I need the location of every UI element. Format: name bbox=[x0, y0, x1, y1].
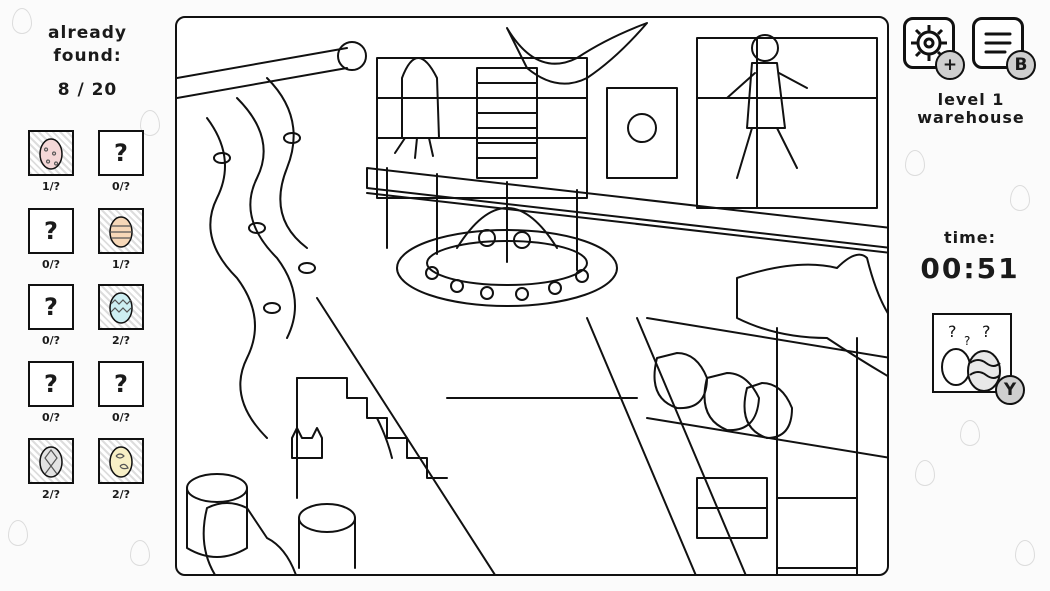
egg-slot[interactable]: ? bbox=[98, 130, 144, 176]
egg-slot[interactable] bbox=[28, 130, 74, 176]
unknown-egg-icon: ? bbox=[44, 217, 58, 245]
background-egg-icon bbox=[140, 110, 160, 136]
hidden-object-scene[interactable] bbox=[175, 16, 889, 576]
egg-slot-count: 0/? bbox=[111, 180, 131, 193]
menu-badge[interactable]: B bbox=[1006, 50, 1036, 80]
worker-head[interactable] bbox=[751, 34, 779, 62]
barrel[interactable] bbox=[186, 473, 248, 503]
background-egg-icon bbox=[1010, 185, 1030, 211]
list-icon bbox=[984, 32, 1012, 54]
shutter-door bbox=[476, 67, 538, 179]
background-egg-icon bbox=[960, 420, 980, 446]
egg-slot-count: 2/? bbox=[111, 488, 131, 501]
egg-slot[interactable]: ? bbox=[98, 361, 144, 407]
egg-slot-count: 2/? bbox=[111, 334, 131, 347]
found-count: 8 / 20 bbox=[57, 80, 118, 100]
egg-slot[interactable] bbox=[98, 208, 144, 254]
sack[interactable] bbox=[653, 352, 708, 410]
gear-icon bbox=[911, 25, 947, 61]
bat-creature-icon[interactable] bbox=[506, 22, 648, 85]
cthulhu-statue-icon[interactable] bbox=[401, 57, 440, 139]
ufo-saucer-icon[interactable] bbox=[396, 229, 618, 307]
window-frame bbox=[606, 87, 678, 179]
egg-icon bbox=[109, 292, 133, 324]
vine bbox=[206, 117, 268, 439]
menu-button[interactable] bbox=[972, 17, 1024, 69]
egg-slot[interactable] bbox=[98, 438, 144, 484]
svg-text:?: ? bbox=[964, 334, 970, 348]
pipe-valve bbox=[337, 41, 367, 71]
background-egg-icon bbox=[915, 460, 935, 486]
shark-icon[interactable] bbox=[736, 253, 889, 378]
background-egg-icon bbox=[12, 8, 32, 34]
unknown-egg-icon: ? bbox=[44, 293, 58, 321]
ufo-dome bbox=[456, 207, 558, 249]
level-name: warehouse bbox=[917, 108, 1025, 127]
shelf-frame bbox=[376, 57, 588, 199]
svg-text:?: ? bbox=[982, 322, 991, 341]
timer-value: 00:51 bbox=[920, 252, 1020, 285]
egg-slot-count: 2/? bbox=[41, 488, 61, 501]
clown-face-icon[interactable] bbox=[627, 113, 657, 143]
unknown-egg-icon: ? bbox=[114, 139, 128, 167]
egg-slot-count: 0/? bbox=[41, 258, 61, 271]
unknown-egg-icon: ? bbox=[114, 370, 128, 398]
sack[interactable] bbox=[703, 372, 760, 432]
egg-slot[interactable] bbox=[98, 284, 144, 330]
worker-figure-icon[interactable] bbox=[746, 62, 786, 129]
upper-walkway bbox=[366, 167, 887, 249]
egg-slot-count: 1/? bbox=[111, 258, 131, 271]
barrel[interactable] bbox=[298, 503, 356, 533]
egg-icon bbox=[39, 138, 63, 170]
egg-slot-count: 0/? bbox=[41, 334, 61, 347]
sack[interactable] bbox=[743, 382, 793, 439]
found-title-line2: found: bbox=[53, 46, 122, 66]
settings-badge[interactable]: + bbox=[935, 50, 965, 80]
egg-slot-count: 0/? bbox=[41, 411, 61, 424]
rope-hand-icon[interactable] bbox=[376, 417, 393, 459]
level-title: level 1 warehouse bbox=[896, 91, 1046, 127]
unknown-egg-icon: ? bbox=[44, 370, 58, 398]
staircase bbox=[296, 377, 448, 479]
egg-icon bbox=[109, 446, 133, 478]
pole bbox=[316, 297, 496, 574]
egg-slot-count: 1/? bbox=[41, 180, 61, 193]
egg-slot[interactable]: ? bbox=[28, 208, 74, 254]
found-title-line1: already bbox=[48, 23, 127, 43]
egg-slot[interactable] bbox=[28, 438, 74, 484]
warehouse-illustration[interactable] bbox=[177, 18, 889, 576]
svg-text:?: ? bbox=[948, 322, 957, 341]
egg-slot[interactable]: ? bbox=[28, 284, 74, 330]
egg-slot[interactable]: ? bbox=[28, 361, 74, 407]
background-egg-icon bbox=[8, 520, 28, 546]
cat-icon[interactable] bbox=[291, 427, 323, 459]
hint-badge[interactable]: Y bbox=[995, 375, 1025, 405]
egg-icon bbox=[39, 446, 63, 478]
dog-icon[interactable] bbox=[202, 502, 297, 576]
background-egg-icon bbox=[130, 540, 150, 566]
level-number: level 1 bbox=[937, 90, 1005, 109]
timer-label: time: bbox=[943, 228, 997, 247]
crate[interactable] bbox=[776, 497, 858, 569]
found-title: already found: bbox=[10, 22, 165, 68]
found-panel: already found: 8 / 20 1/?? 0/?? 0/? 1/?? 0/?… bbox=[0, 0, 175, 591]
egg-slot-count: 0/? bbox=[111, 411, 131, 424]
background-egg-icon bbox=[905, 150, 925, 176]
background-egg-icon bbox=[1015, 540, 1035, 566]
egg-icon bbox=[109, 216, 133, 248]
